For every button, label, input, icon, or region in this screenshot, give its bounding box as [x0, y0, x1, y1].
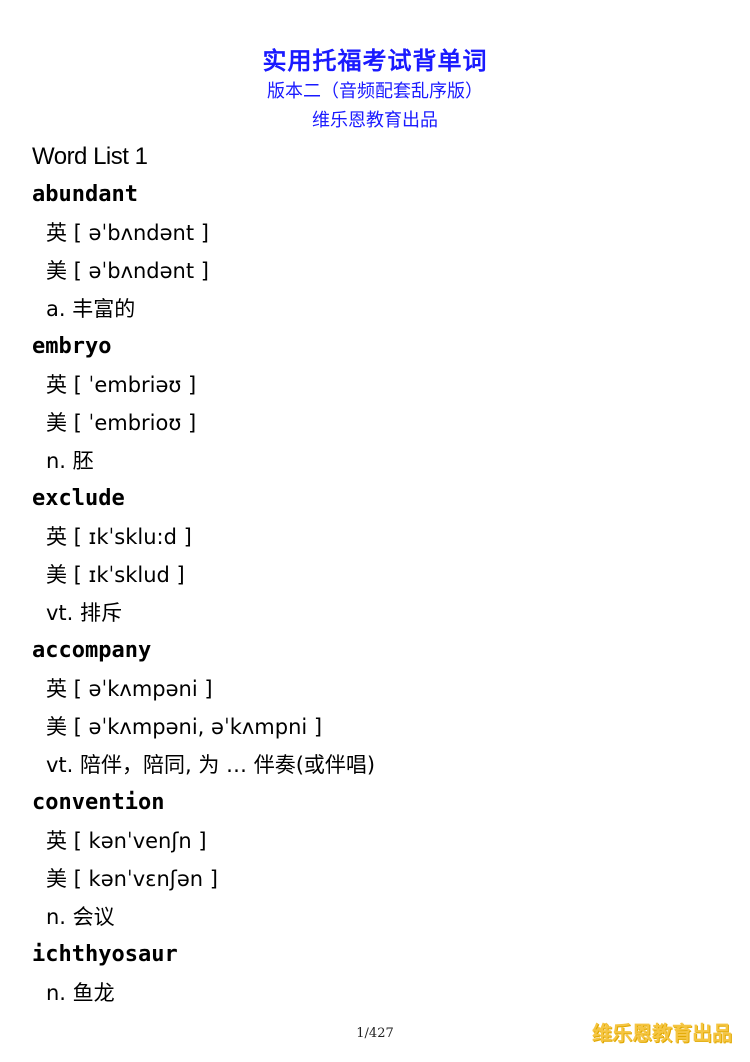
entry-line: 美 [ əˈbʌndənt ]	[46, 259, 209, 283]
entry-word: convention	[32, 790, 165, 815]
word-entry: accompany 英 [ əˈkʌmpəni ] 美 [ əˈkʌmpəni,…	[32, 632, 722, 784]
word-entry: convention 英 [ kənˈvenʃn ] 美 [ kənˈvɛnʃə…	[32, 784, 722, 936]
entry-word: accompany	[32, 638, 152, 663]
entry-line: 英 [ kənˈvenʃn ]	[46, 829, 207, 853]
entry-word: exclude	[32, 486, 125, 511]
document-subtitle: 版本二（音频配套乱序版）	[267, 81, 483, 102]
entry-line: vt. 排斥	[46, 601, 123, 625]
entry-line: a. 丰富的	[46, 297, 136, 321]
entry-line: 美 [ əˈkʌmpəni, əˈkʌmpni ]	[46, 715, 323, 739]
entry-line: 英 [ əˈkʌmpəni ]	[46, 677, 213, 701]
entry-line: 英 [ əˈbʌndənt ]	[46, 221, 209, 245]
entry-line: 美 [ kənˈvɛnʃən ]	[46, 867, 218, 891]
document-publisher: 维乐恩教育出品	[312, 110, 438, 131]
entry-line: 英 [ ɪkˈsklu:d ]	[46, 525, 192, 549]
entry-line: n. 会议	[46, 905, 115, 929]
word-entry: embryo 英 [ ˈembriəʊ ] 美 [ ˈembrioʊ ] n. …	[32, 328, 722, 480]
word-list: Word List 1 abundant 英 [ əˈbʌndənt ] 美 […	[32, 138, 722, 1012]
entry-line: 美 [ ˈembrioʊ ]	[46, 411, 197, 435]
entry-word: abundant	[32, 182, 138, 207]
entry-line: vt. 陪伴，陪同, 为 … 伴奏(或伴唱)	[46, 753, 376, 777]
watermark-logo: 维乐恩教育出品	[592, 1021, 732, 1045]
entry-line: 英 [ ˈembriəʊ ]	[46, 373, 197, 397]
entry-line: 美 [ ɪkˈsklud ]	[46, 563, 185, 587]
word-list-title: Word List 1	[32, 143, 148, 170]
entry-word: embryo	[32, 334, 112, 359]
entry-line: n. 胚	[46, 449, 94, 473]
page-number: 1/427	[356, 1026, 394, 1041]
word-entry: ichthyosaur n. 鱼龙	[32, 936, 722, 1012]
word-entry: abundant 英 [ əˈbʌndənt ] 美 [ əˈbʌndənt ]…	[32, 176, 722, 328]
document-header: 实用托福考试背单词 版本二（音频配套乱序版） 维乐恩教育出品	[0, 44, 750, 136]
document-title: 实用托福考试背单词	[262, 47, 488, 75]
entry-line: n. 鱼龙	[46, 981, 115, 1005]
word-entry: exclude 英 [ ɪkˈsklu:d ] 美 [ ɪkˈsklud ] v…	[32, 480, 722, 632]
entry-word: ichthyosaur	[32, 942, 178, 967]
